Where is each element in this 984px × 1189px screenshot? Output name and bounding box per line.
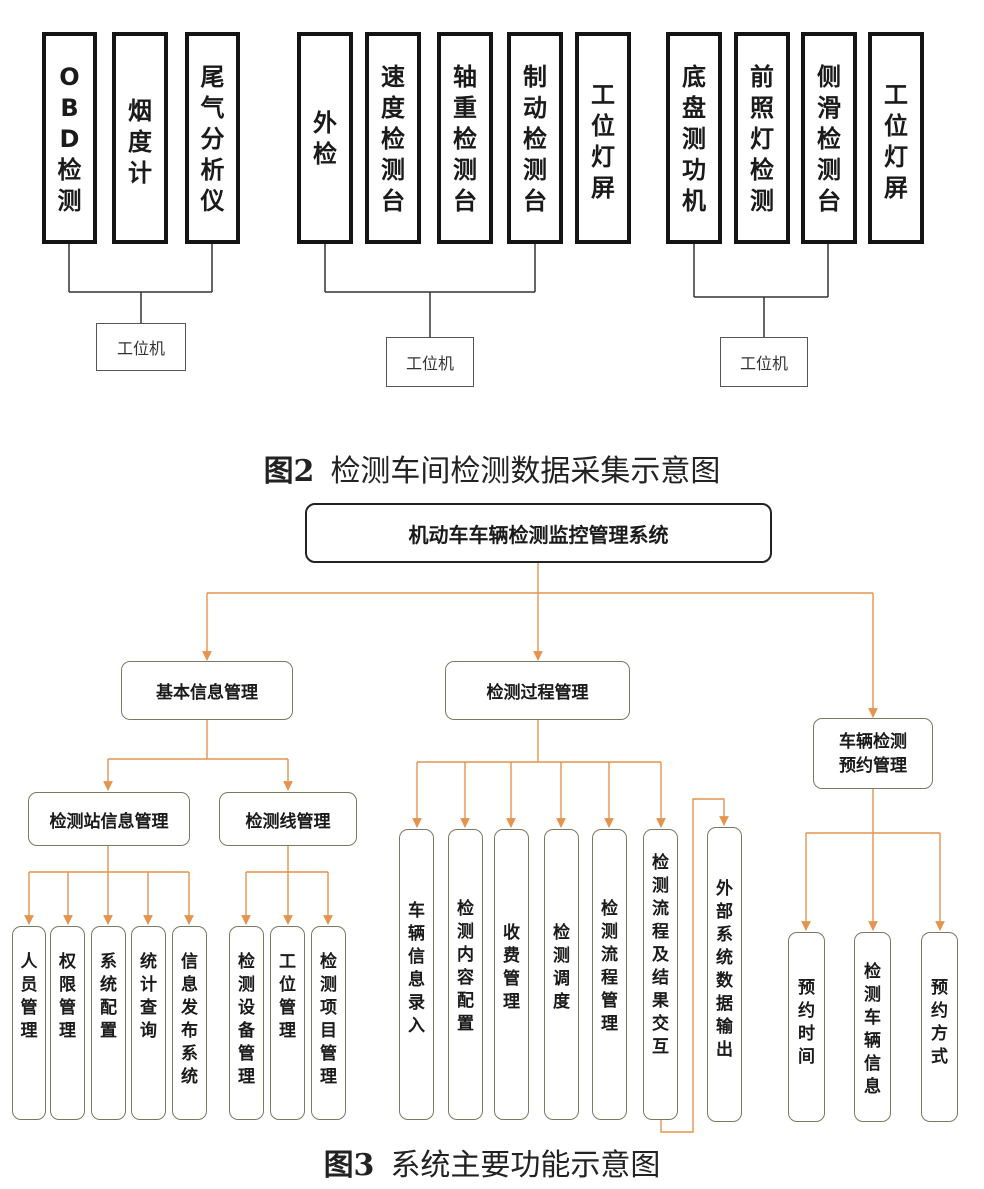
device-axle-load-tester-box: 轴 重 检 测 台: [437, 32, 493, 244]
figure2-caption: 图2 检测车间检测数据采集示意图: [0, 446, 984, 490]
leaf-booking-time: 预 约 时 间: [788, 932, 825, 1122]
figure3-caption-number: 图3: [323, 1148, 375, 1183]
figure2-connectors: [68, 244, 829, 337]
device-label: 外 检: [313, 109, 337, 168]
device-label: 烟 度 计: [128, 97, 152, 187]
leaf-station-management: 工 位 管 理: [270, 926, 305, 1120]
leaf-statistics-query: 统 计 查 询: [131, 926, 166, 1120]
leaf-label: 统 计 查 询: [140, 952, 157, 1041]
inspection-process-management-node: 检测过程管理: [445, 661, 630, 720]
leaf-test-flow-management: 检 测 流 程 管 理: [592, 829, 627, 1120]
device-visual-inspection-box: 外 检: [297, 32, 353, 244]
leaf-test-scheduling: 检 测 调 度: [544, 829, 579, 1120]
leaf-test-item-management: 检 测 项 目 管 理: [311, 926, 346, 1120]
leaf-label: 检 测 设 备 管 理: [238, 952, 255, 1087]
leaf-permission-management: 权 限 管 理: [50, 926, 85, 1120]
leaf-flow-and-result-interaction: 检 测 流 程 及 结 果 交 互: [643, 829, 678, 1120]
device-station-led-screen-box: 工 位 灯 屏: [868, 32, 924, 244]
leaf-label: 检 测 调 度: [553, 923, 570, 1012]
device-label: 制 动 检 测 台: [523, 63, 547, 215]
leaf-label: 外 部 系 统 数 据 输 出: [716, 879, 733, 1060]
leaf-label: 系 统 配 置: [100, 952, 117, 1041]
leaf-label: 检 测 内 容 配 置: [457, 899, 474, 1034]
device-label: 轴 重 检 测 台: [453, 63, 477, 215]
device-brake-tester-box: 制 动 检 测 台: [507, 32, 563, 244]
leaf-label: 检 测 车 辆 信 息: [864, 962, 881, 1097]
leaf-label: 预 约 方 式: [931, 978, 948, 1067]
device-exhaust-analyzer-box: 尾 气 分 析 仪: [185, 32, 240, 244]
device-label: 尾 气 分 析 仪: [200, 63, 225, 215]
device-chassis-dynamometer-box: 底 盘 测 功 机: [666, 32, 722, 244]
leaf-label: 收 费 管 理: [503, 923, 520, 1012]
figure2-caption-number: 图2: [263, 454, 315, 489]
figure3-caption-text: 系统主要功能示意图: [390, 1148, 661, 1183]
device-label: 底 盘 测 功 机: [682, 63, 706, 215]
workstation-1: 工位机: [96, 323, 186, 371]
figure3-caption: 图3 系统主要功能示意图: [0, 1140, 984, 1184]
leaf-label: 信 息 发 布 系 统: [181, 952, 198, 1087]
device-label: O B D 检 测: [57, 63, 82, 215]
leaf-label: 检 测 流 程 管 理: [601, 899, 618, 1034]
basic-info-management-node: 基本信息管理: [121, 661, 293, 720]
device-obd-box: O B D 检 测: [42, 32, 97, 244]
device-smoke-meter-box: 烟 度 计: [112, 32, 168, 244]
leaf-label: 人 员 管 理: [20, 952, 38, 1041]
test-line-management-node: 检测线管理: [219, 792, 357, 846]
station-info-management-node: 检测站信息管理: [28, 792, 190, 846]
device-label: 工 位 灯 屏: [884, 81, 908, 202]
leaf-info-publishing-system: 信 息 发 布 系 统: [172, 926, 207, 1120]
leaf-personnel-management: 人 员 管 理: [12, 926, 46, 1120]
device-speed-tester-box: 速 度 检 测 台: [365, 32, 421, 244]
system-root-node: 机动车车辆检测监控管理系统: [305, 503, 772, 563]
vehicle-inspection-booking-node: 车辆检测 预约管理: [813, 718, 933, 789]
leaf-label: 检 测 流 程 及 结 果 交 互: [652, 853, 669, 1057]
device-label: 工 位 灯 屏: [591, 81, 615, 202]
leaf-equipment-management: 检 测 设 备 管 理: [229, 926, 264, 1120]
leaf-system-configuration: 系 统 配 置: [91, 926, 126, 1120]
device-sideslip-tester-box: 侧 滑 检 测 台: [801, 32, 857, 244]
leaf-label: 车 辆 信 息 录 入: [408, 901, 425, 1036]
leaf-vehicle-info: 检 测 车 辆 信 息: [854, 932, 891, 1122]
device-label: 前 照 灯 检 测: [750, 63, 774, 215]
leaf-label: 权 限 管 理: [59, 952, 76, 1041]
workstation-2: 工位机: [386, 337, 474, 387]
leaf-label: 检 测 项 目 管 理: [320, 952, 337, 1087]
leaf-vehicle-info-entry: 车 辆 信 息 录 入: [399, 829, 434, 1120]
leaf-label: 预 约 时 间: [798, 978, 815, 1067]
leaf-label: 工 位 管 理: [279, 952, 296, 1041]
device-label: 速 度 检 测 台: [381, 63, 405, 215]
workstation-3: 工位机: [720, 337, 808, 387]
device-headlight-tester-box: 前 照 灯 检 测: [734, 32, 790, 244]
device-station-led-screen-box: 工 位 灯 屏: [575, 32, 631, 244]
leaf-booking-method: 预 约 方 式: [921, 932, 958, 1122]
leaf-fee-management: 收 费 管 理: [494, 829, 529, 1120]
leaf-test-content-config: 检 测 内 容 配 置: [448, 829, 483, 1120]
figure2-caption-text: 检测车间检测数据采集示意图: [330, 454, 721, 489]
device-label: 侧 滑 检 测 台: [817, 63, 841, 215]
leaf-external-data-output: 外 部 系 统 数 据 输 出: [707, 827, 742, 1122]
